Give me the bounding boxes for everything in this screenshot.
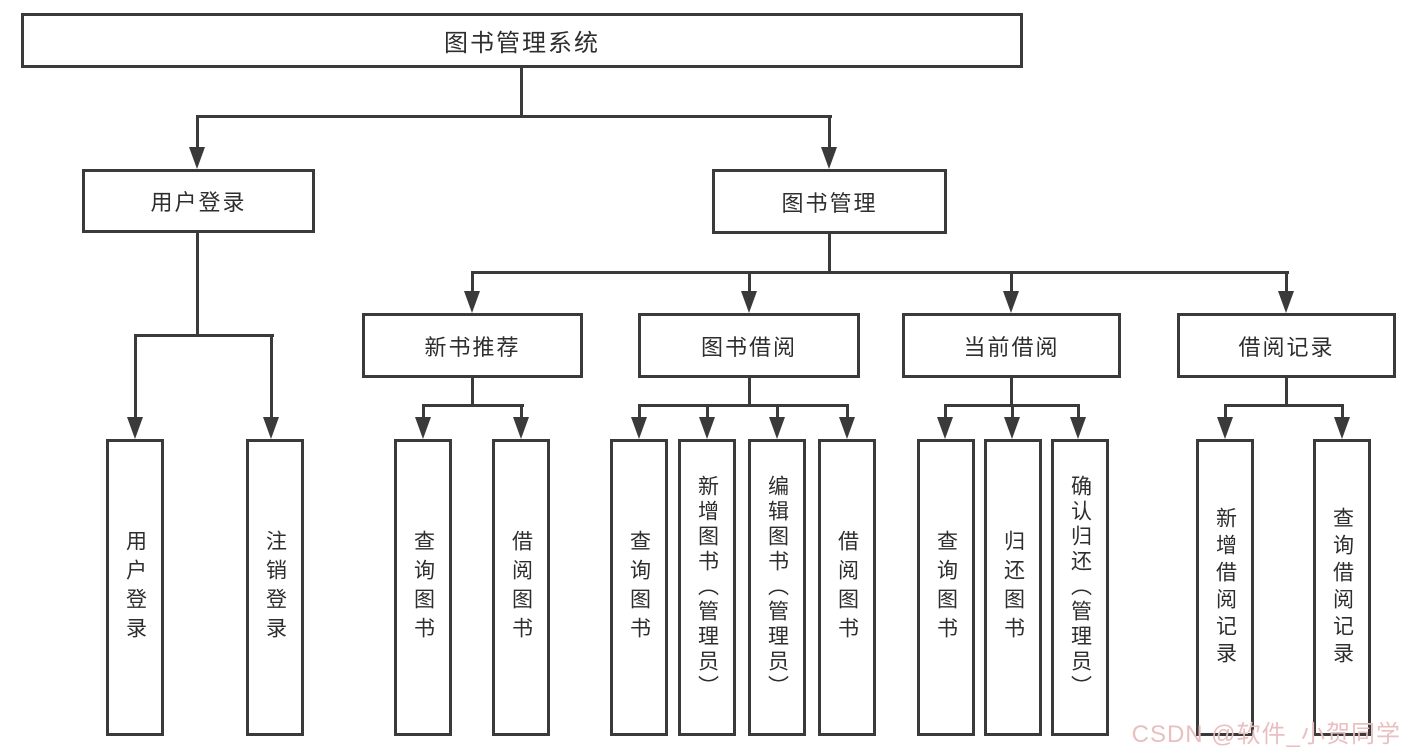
leaf-query-borrow-record: 查询借阅记录 bbox=[1313, 439, 1371, 736]
connector-line bbox=[1285, 271, 1288, 293]
connector-line bbox=[196, 115, 832, 118]
node-library-system: 图书管理系统 bbox=[21, 13, 1023, 68]
leaf-label: 确认归还（管理员） bbox=[1068, 475, 1092, 700]
connector-line bbox=[196, 231, 199, 337]
leaf-user-login: 用户登录 bbox=[106, 439, 164, 736]
connector-line bbox=[471, 271, 474, 293]
connector-line bbox=[1341, 404, 1344, 419]
arrow-down-icon bbox=[821, 147, 837, 169]
leaf-query-book: 查询图书 bbox=[394, 439, 452, 736]
connector-line bbox=[638, 404, 849, 407]
connector-line bbox=[1077, 404, 1080, 419]
connector-line bbox=[828, 232, 831, 274]
leaf-edit-book-admin: 编辑图书（管理员） bbox=[748, 439, 806, 736]
node-user-login: 用户登录 bbox=[82, 169, 315, 233]
leaf-label: 编辑图书（管理员） bbox=[765, 475, 789, 700]
node-borrow-record: 借阅记录 bbox=[1177, 313, 1396, 378]
connector-line bbox=[422, 404, 425, 419]
connector-line bbox=[134, 334, 137, 418]
csdn-watermark: CSDN @软件_小贺同学 bbox=[1131, 721, 1401, 747]
connector-line bbox=[1224, 404, 1227, 419]
connector-line bbox=[134, 334, 274, 337]
connector-line bbox=[1011, 404, 1014, 419]
arrow-down-icon bbox=[741, 291, 757, 313]
connector-line bbox=[471, 376, 474, 407]
leaf-label: 查询图书 bbox=[411, 529, 435, 646]
arrow-down-icon bbox=[189, 147, 205, 169]
connector-line bbox=[748, 271, 751, 293]
connector-line bbox=[1285, 376, 1288, 407]
arrow-down-icon bbox=[1004, 417, 1020, 439]
leaf-label: 新增图书（管理员） bbox=[695, 475, 719, 700]
leaf-label: 借阅图书 bbox=[509, 529, 533, 646]
connector-line bbox=[828, 115, 831, 149]
node-current-borrow: 当前借阅 bbox=[902, 313, 1121, 378]
leaf-return-book: 归还图书 bbox=[984, 439, 1042, 736]
leaf-label: 查询图书 bbox=[934, 529, 958, 646]
arrow-down-icon bbox=[464, 291, 480, 313]
leaf-label: 查询借阅记录 bbox=[1330, 506, 1354, 669]
leaf-label: 归还图书 bbox=[1001, 529, 1025, 646]
leaf-label: 新增借阅记录 bbox=[1213, 506, 1237, 669]
node-new-book-recommend: 新书推荐 bbox=[362, 313, 583, 378]
arrow-down-icon bbox=[769, 417, 785, 439]
connector-line bbox=[520, 66, 523, 117]
arrow-down-icon bbox=[937, 417, 953, 439]
connector-line bbox=[520, 404, 523, 419]
leaf-query-book: 查询图书 bbox=[610, 439, 668, 736]
leaf-borrow-book: 借阅图书 bbox=[818, 439, 876, 736]
connector-line bbox=[1224, 404, 1344, 407]
arrow-down-icon bbox=[513, 417, 529, 439]
arrow-down-icon bbox=[631, 417, 647, 439]
leaf-logout-login: 注销登录 bbox=[246, 439, 304, 736]
arrow-down-icon bbox=[1070, 417, 1086, 439]
leaf-label: 借阅图书 bbox=[835, 529, 859, 646]
connector-line bbox=[944, 404, 947, 419]
connector-line bbox=[422, 404, 524, 407]
leaf-label: 注销登录 bbox=[263, 529, 287, 646]
connector-line bbox=[196, 115, 199, 149]
arrow-down-icon bbox=[1003, 291, 1019, 313]
node-book-borrow: 图书借阅 bbox=[638, 313, 860, 378]
connector-line bbox=[270, 334, 273, 418]
arrow-down-icon bbox=[263, 417, 279, 439]
connector-line bbox=[1010, 376, 1013, 407]
connector-line bbox=[846, 404, 849, 419]
leaf-borrow-book: 借阅图书 bbox=[492, 439, 550, 736]
leaf-add-borrow-record: 新增借阅记录 bbox=[1196, 439, 1254, 736]
arrow-down-icon bbox=[1217, 417, 1233, 439]
arrow-down-icon bbox=[839, 417, 855, 439]
arrow-down-icon bbox=[1278, 291, 1294, 313]
leaf-label: 查询图书 bbox=[627, 529, 651, 646]
arrow-down-icon bbox=[699, 417, 715, 439]
arrow-down-icon bbox=[1334, 417, 1350, 439]
connector-line bbox=[748, 376, 751, 407]
connector-line bbox=[1010, 271, 1013, 293]
connector-line bbox=[471, 271, 1289, 274]
connector-line bbox=[776, 404, 779, 419]
arrow-down-icon bbox=[415, 417, 431, 439]
node-book-management: 图书管理 bbox=[712, 169, 947, 234]
arrow-down-icon bbox=[127, 417, 143, 439]
connector-line bbox=[638, 404, 641, 419]
connector-line bbox=[706, 404, 709, 419]
leaf-confirm-return-admin: 确认归还（管理员） bbox=[1051, 439, 1109, 736]
leaf-label: 用户登录 bbox=[123, 529, 147, 646]
leaf-add-book-admin: 新增图书（管理员） bbox=[678, 439, 736, 736]
leaf-query-book: 查询图书 bbox=[917, 439, 975, 736]
